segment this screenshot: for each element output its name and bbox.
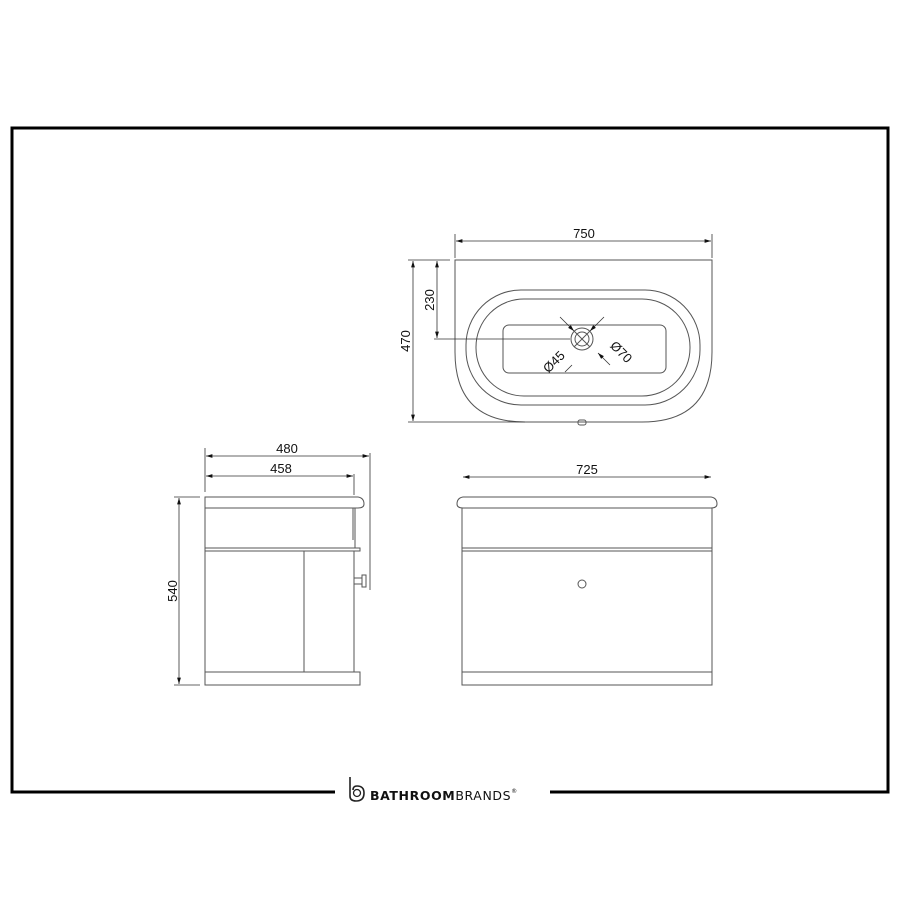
dim-tap-offset: 230 — [422, 289, 437, 311]
dim-waste-large: Ø70 — [607, 338, 635, 366]
brand-logo: BATHROOMBRANDS® — [349, 777, 518, 803]
dim-plan-depth: 470 — [398, 330, 413, 352]
plan-view: 750 470 230 Ø45 Ø70 — [398, 226, 713, 426]
dim-waste-small: Ø45 — [540, 348, 568, 376]
logo-registered: ® — [511, 788, 518, 795]
dim-front-width: 725 — [576, 462, 598, 477]
front-view: 725 — [456, 462, 718, 686]
logo-text-bold: BATHROOM — [370, 788, 455, 803]
logo-text-light: BRANDS — [455, 788, 511, 803]
dim-body-depth: 458 — [270, 461, 292, 476]
tap-icon — [577, 419, 587, 426]
tap-knob-icon — [353, 574, 367, 588]
dim-height: 540 — [165, 580, 180, 602]
knob-icon — [577, 579, 587, 589]
svg-text:BATHROOMBRANDS®: BATHROOMBRANDS® — [370, 788, 518, 803]
waste-icon — [570, 327, 594, 351]
logo-mark-icon — [349, 777, 365, 802]
dim-overall-depth: 480 — [276, 441, 298, 456]
side-view: 480 458 540 — [165, 441, 371, 686]
dim-plan-width: 750 — [573, 226, 595, 241]
drawing-frame — [10, 126, 890, 794]
